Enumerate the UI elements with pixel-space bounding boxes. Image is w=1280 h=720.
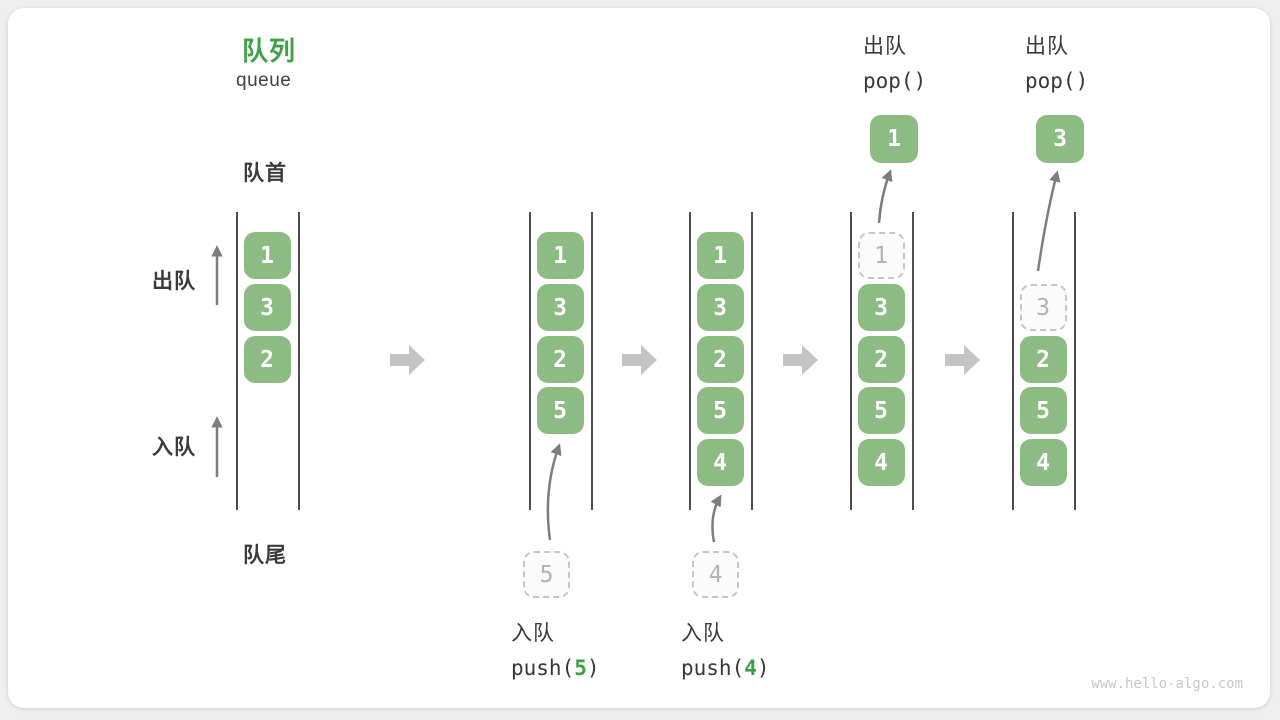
queue-element: 1 [243, 232, 291, 279]
enqueue-side-label: 入队 [152, 436, 196, 459]
queue-element: 2 [857, 336, 905, 383]
queue-wall-right [591, 212, 593, 510]
queue-element: 3 [857, 284, 905, 331]
queue-wall-left [1012, 212, 1014, 510]
page-title: 队列 [242, 36, 297, 66]
queue-element: 2 [243, 336, 291, 383]
staged-element: 4 [692, 551, 739, 598]
queue-element: 5 [696, 387, 744, 434]
queue-element: 4 [1019, 439, 1067, 486]
queue-element-ghost: 1 [857, 232, 905, 279]
queue-element: 3 [243, 284, 291, 331]
dequeue-side-label: 出队 [152, 270, 196, 293]
popped-element: 1 [870, 115, 918, 163]
queue-element: 2 [696, 336, 744, 383]
queue-element: 2 [1019, 336, 1067, 383]
operation-title: 入队 [681, 622, 725, 645]
watermark: www.hello-algo.com [1091, 676, 1243, 692]
page-subtitle: queue [236, 70, 292, 91]
operation-title: 出队 [863, 35, 907, 58]
queue-element: 2 [536, 336, 584, 383]
operation-code-argument: 5 [574, 656, 587, 680]
queue-element: 4 [857, 439, 905, 486]
queue-element: 4 [696, 439, 744, 486]
operation-label: 出队 pop() [863, 30, 926, 93]
queue-wall-left [236, 212, 238, 510]
queue-element-ghost: 3 [1019, 284, 1067, 331]
queue-front-label: 队首 [243, 162, 287, 185]
queue-element: 5 [1019, 387, 1067, 434]
queue-element: 3 [696, 284, 744, 331]
popped-element: 3 [1036, 115, 1084, 163]
queue-element: 1 [536, 232, 584, 279]
operation-title: 入队 [511, 622, 555, 645]
operation-code-argument: 4 [744, 656, 757, 680]
operation-label: 入队 push(5) [511, 617, 600, 680]
queue-wall-left [850, 212, 852, 510]
queue-wall-right [912, 212, 914, 510]
operation-label: 入队 push(4) [681, 617, 770, 680]
operation-code: push(4) [681, 656, 770, 680]
queue-rear-label: 队尾 [243, 544, 287, 567]
queue-wall-right [1074, 212, 1076, 510]
queue-wall-right [751, 212, 753, 510]
operation-title: 出队 [1025, 35, 1069, 58]
queue-element: 5 [536, 387, 584, 434]
queue-element: 1 [696, 232, 744, 279]
queue-wall-right [298, 212, 300, 510]
queue-element: 5 [857, 387, 905, 434]
staged-element: 5 [523, 551, 570, 598]
operation-code: pop() [1025, 69, 1089, 93]
operation-code: push(5) [511, 656, 600, 680]
queue-element: 3 [536, 284, 584, 331]
operation-label: 出队 pop() [1025, 30, 1088, 93]
queue-wall-left [689, 212, 691, 510]
queue-wall-left [529, 212, 531, 510]
operation-code: pop() [863, 69, 927, 93]
